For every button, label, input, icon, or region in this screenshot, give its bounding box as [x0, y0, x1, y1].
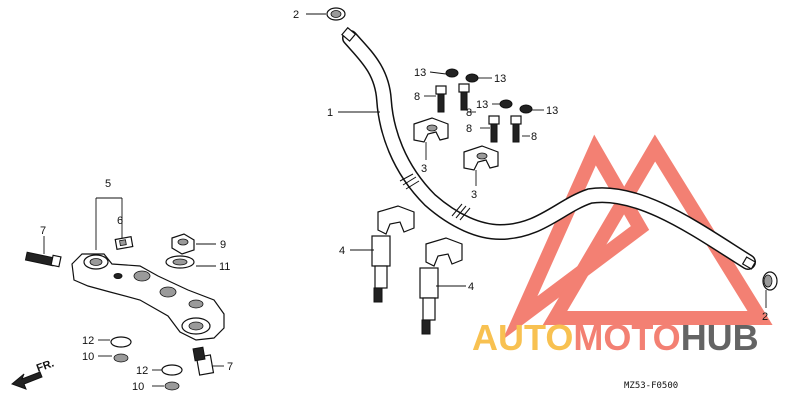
callout-8-a: 8 — [414, 91, 420, 103]
callout-12-a: 12 — [82, 335, 94, 347]
top-bridge — [71, 253, 225, 341]
stem-washer — [165, 255, 195, 269]
callout-9: 9 — [220, 239, 226, 251]
watermark-word-hub: HUB — [681, 317, 759, 358]
callout-4-a: 4 — [339, 245, 345, 257]
callout-10-b: 10 — [132, 381, 144, 393]
callout-10-a: 10 — [82, 351, 94, 363]
bolt-cap-4 — [519, 104, 533, 114]
callout-3-b: 3 — [471, 189, 477, 201]
handlebar-right-end — [741, 256, 757, 270]
handlebar — [341, 26, 757, 270]
callout-13-d: 13 — [546, 105, 558, 117]
nut-10b — [164, 381, 180, 391]
callout-8-d: 8 — [531, 131, 537, 143]
front-arrow-label: FR. — [35, 357, 56, 374]
callout-7-right: 7 — [227, 361, 233, 373]
bolt-cap-1 — [445, 68, 459, 78]
callout-11: 11 — [219, 261, 230, 273]
callout-3-a: 3 — [421, 163, 427, 175]
callout-2-right: 2 — [762, 311, 768, 323]
handlebar-knurl-1 — [399, 173, 420, 190]
callout-13-c: 13 — [476, 99, 488, 111]
watermark-word-moto: MOTO — [573, 317, 680, 358]
callout-1: 1 — [327, 107, 333, 119]
washer-12b — [161, 364, 183, 376]
steering-stem-nut — [171, 233, 195, 255]
callouts: 2 1 13 13 8 8 13 13 8 8 3 3 4 4 2 5 6 7 … — [40, 9, 768, 393]
callout-8-c: 8 — [466, 123, 472, 135]
callout-5: 5 — [105, 178, 111, 190]
watermark-word-auto: AUTO — [472, 317, 573, 358]
bolt-cap-2 — [465, 73, 479, 83]
callout-13-b: 13 — [494, 73, 506, 85]
watermark-triangle-left — [502, 134, 650, 340]
bridge-bolt-right — [192, 346, 215, 376]
bar-end-weight-right — [762, 271, 778, 291]
bar-end-weight-top — [326, 7, 346, 21]
callout-13-a: 13 — [414, 67, 426, 79]
handlebar-knurl-2 — [451, 203, 471, 221]
lower-holder-b — [419, 237, 463, 335]
callout-8-b: 8 — [466, 107, 472, 119]
drawing-code: MZ53-F0500 — [624, 381, 678, 391]
holder-bolt-3 — [488, 115, 500, 143]
callout-2-top: 2 — [293, 9, 299, 21]
upper-holder-b — [463, 145, 499, 171]
watermark-text: AUTOMOTOHUB — [472, 317, 759, 358]
arrow-icon — [11, 371, 43, 390]
lower-holder-a — [371, 205, 415, 303]
holder-bolt-1 — [435, 85, 447, 113]
callout-6: 6 — [117, 215, 123, 227]
bolt-cap-3 — [499, 99, 513, 109]
front-arrow: FR. — [11, 357, 56, 390]
callout-4-b: 4 — [468, 281, 474, 293]
leader-lines — [43, 13, 767, 387]
bridge-bolt-left — [24, 251, 62, 268]
washer-12a — [110, 336, 132, 348]
callout-12-b: 12 — [136, 365, 148, 377]
lock-plate — [114, 235, 134, 251]
upper-holder-a — [413, 117, 449, 143]
holder-bolt-2 — [458, 83, 470, 111]
callout-7-left: 7 — [40, 225, 46, 237]
holder-bolt-4 — [510, 115, 522, 143]
watermark-logo: AUTOMOTOHUB — [472, 134, 773, 358]
nut-10a — [113, 353, 129, 363]
handlebar-left-end — [341, 26, 357, 42]
